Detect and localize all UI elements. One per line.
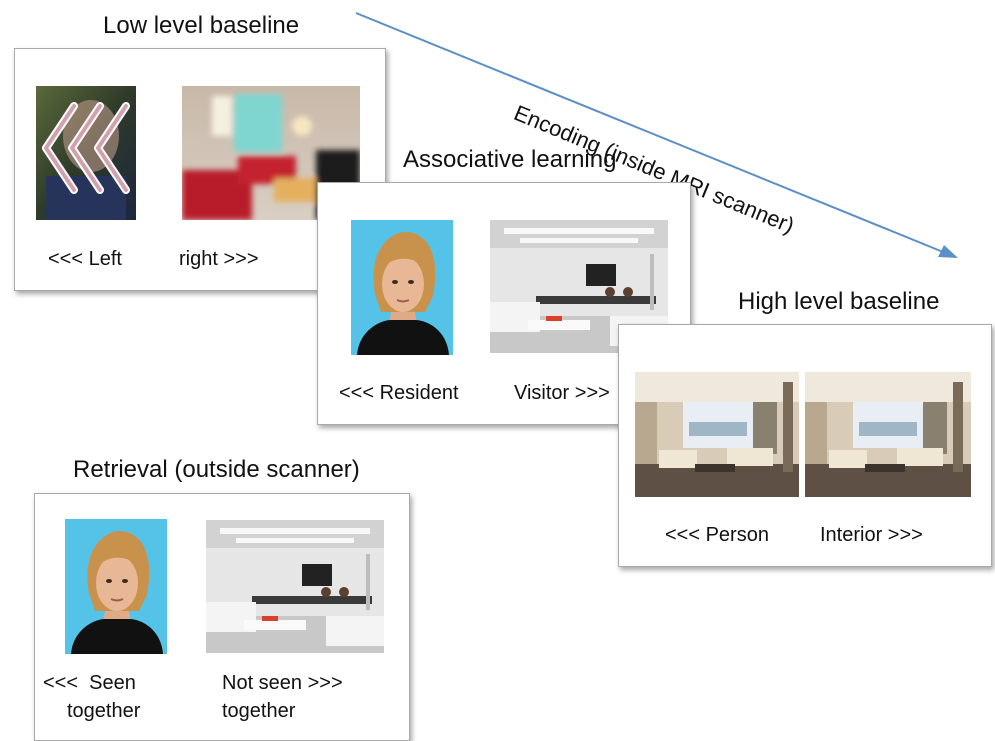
high-level-title: High level baseline [738,288,940,315]
retrieval-left-label: <<< Seen together [43,669,183,725]
face-with-chevrons-image [36,86,136,220]
interior-photo-left [635,372,799,497]
high-level-left-label: <<< Person [665,524,769,546]
retrieval-left-line1: <<< Seen [43,672,136,694]
face-photo [351,220,453,355]
associative-right-label: Visitor >>> [514,382,610,404]
retrieval-right-line2: together [222,700,296,722]
retrieval-panel: <<< Seen together Not seen >>> together [34,493,410,741]
high-level-panel: <<< Person Interior >>> [618,324,992,567]
retrieval-right-line1: Not seen >>> [222,672,343,694]
retrieval-title: Retrieval (outside scanner) [73,456,360,483]
retrieval-right-label: Not seen >>> together [222,669,392,725]
low-level-right-label: right >>> [179,248,259,270]
interior-photo-right [805,372,971,497]
high-level-right-label: Interior >>> [820,524,923,546]
living-room-photo [206,520,384,653]
retrieval-left-line2: together [67,700,141,722]
associative-title: Associative learning [403,146,617,173]
low-level-title: Low level baseline [103,12,300,39]
face-photo [65,519,167,654]
low-level-left-label: <<< Left [48,248,122,270]
associative-left-label: <<< Resident [339,382,459,404]
